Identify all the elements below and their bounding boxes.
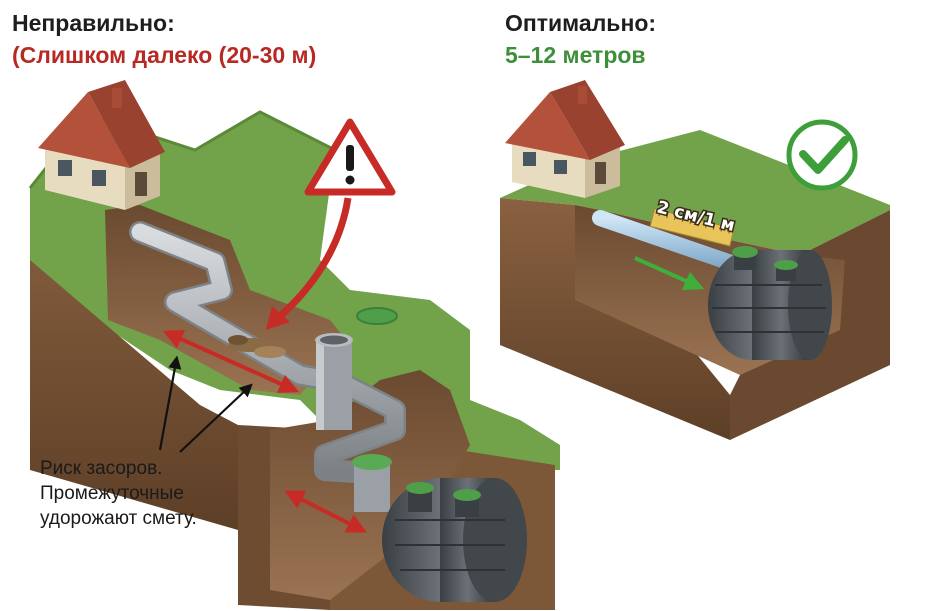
optimal-heading: Оптимально: [505, 10, 657, 36]
risk-note-line-2: Промежуточные [40, 483, 184, 504]
wrong-heading: Неправильно: [12, 10, 175, 36]
soil-face-right-front [500, 198, 730, 440]
inspection-well [315, 333, 353, 430]
warning-pointer-arrow [275, 197, 352, 321]
pointer-arrow-1 [158, 355, 182, 451]
septic-tank-right [708, 246, 832, 360]
optimal-distance-subheading: 5–12 метров [505, 42, 646, 68]
flow-arrow [634, 256, 705, 291]
short-sewer-pipe [592, 210, 748, 274]
distance-arrow-upper [162, 329, 300, 394]
house-right [505, 80, 625, 198]
wrong-layout-diagram [28, 80, 560, 610]
check-circle-icon [786, 119, 858, 191]
tank-neck-well [352, 454, 392, 512]
ground-hatch [356, 307, 398, 325]
pointer-arrow-2 [179, 383, 253, 453]
slope-ruler [649, 208, 735, 247]
risk-note: Риск засоров. Промежуточные удорожают см… [40, 456, 197, 531]
warning-triangle-icon [304, 118, 396, 196]
optimal-layout-diagram: 2 см/1 м [500, 80, 890, 440]
risk-note-line-1: Риск засоров. [40, 458, 163, 479]
house-left [38, 80, 165, 210]
wrong-distance-subheading: (Слишком далеко (20-30 м) [12, 42, 317, 68]
risk-note-line-3: удорожают смету. [40, 508, 197, 529]
soil-face-left [30, 188, 238, 530]
septic-tank-left [382, 478, 527, 602]
distance-arrow-lower [284, 490, 367, 533]
